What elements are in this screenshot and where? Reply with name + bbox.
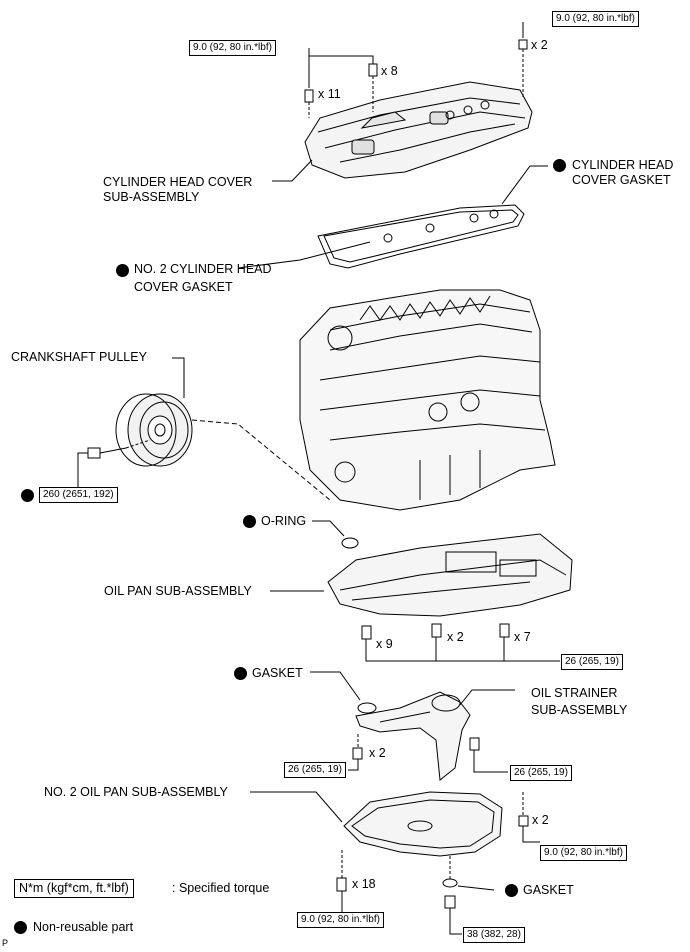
corner-mark: P <box>2 938 9 948</box>
torque-no2-pan-bottom: 9.0 (92, 80 in.*lbf) <box>297 912 384 928</box>
label-cylinder-head-cover-gasket-2: COVER GASKET <box>572 173 671 187</box>
nonreusable-bullet-icon <box>234 667 247 680</box>
nonreusable-bullet-icon <box>21 489 34 502</box>
qty-8: x 8 <box>381 64 398 78</box>
cylinder-head-cover-gasket-drawing <box>317 204 525 269</box>
qty-7: x 7 <box>514 630 531 644</box>
torque-no2-pan-right: 9.0 (92, 80 in.*lbf) <box>540 845 627 861</box>
engine-block-drawing <box>299 289 556 511</box>
qty-18: x 18 <box>352 877 376 891</box>
qty-2-no2pan: x 2 <box>532 813 549 827</box>
qty-9: x 9 <box>376 637 393 651</box>
qty-2-strainer: x 2 <box>369 746 386 760</box>
label-cylinder-head-cover-gasket-1: CYLINDER HEAD <box>572 158 674 172</box>
torque-pulley: 260 (2651, 192) <box>39 487 118 503</box>
oil-strainer-drawing <box>355 691 471 781</box>
torque-oil-pan: 26 (265, 19) <box>561 654 623 670</box>
torque-cover-right: 9.0 (92, 80 in.*lbf) <box>552 11 639 27</box>
qty-2-cover: x 2 <box>531 38 548 52</box>
strainer-gasket-drawing <box>357 702 377 714</box>
nonreusable-bullet-icon <box>553 159 566 172</box>
legend-nonreusable-icon <box>14 921 27 934</box>
qty-11: x 11 <box>318 87 341 101</box>
label-no2-cylinder-head-cover-gasket-1: NO. 2 CYLINDER HEAD <box>134 262 272 276</box>
torque-cover-left: 9.0 (92, 80 in.*lbf) <box>189 40 276 56</box>
torque-strainer-left: 26 (265, 19) <box>284 762 346 778</box>
drain-gasket-drawing <box>442 878 458 888</box>
nonreusable-bullet-icon <box>243 515 256 528</box>
label-no2-oil-pan: NO. 2 OIL PAN SUB-ASSEMBLY <box>44 785 228 799</box>
cylinder-head-cover-drawing <box>304 81 533 179</box>
label-cylinder-head-cover-sub: SUB-ASSEMBLY <box>103 190 200 204</box>
oil-pan-drawing <box>327 533 573 617</box>
o-ring-drawing <box>341 537 359 549</box>
nonreusable-bullet-icon <box>116 264 129 277</box>
label-o-ring: O-RING <box>261 514 307 528</box>
label-gasket-drain: GASKET <box>523 883 574 897</box>
label-cylinder-head-cover: CYLINDER HEAD COVER <box>103 175 253 189</box>
qty-2-pan: x 2 <box>447 630 464 644</box>
label-gasket-strainer: GASKET <box>252 666 303 680</box>
nonreusable-bullet-icon <box>505 884 518 897</box>
label-no2-cylinder-head-cover-gasket-2: COVER GASKET <box>134 280 233 294</box>
cover-bolts <box>304 39 528 118</box>
torque-strainer-right: 26 (265, 19) <box>510 765 572 781</box>
label-crankshaft-pulley: CRANKSHAFT PULLEY <box>11 350 147 364</box>
legend-torque-units: N*m (kgf*cm, ft.*lbf) <box>14 879 134 898</box>
legend-nonreusable: Non-reusable part <box>33 920 134 934</box>
label-oil-strainer-2: SUB-ASSEMBLY <box>531 703 628 717</box>
legend-torque-desc: : Specified torque <box>172 881 270 895</box>
label-oil-strainer-1: OIL STRAINER <box>531 686 618 700</box>
no2-oil-pan-drawing <box>343 791 503 857</box>
label-oil-pan: OIL PAN SUB-ASSEMBLY <box>104 584 252 598</box>
crankshaft-pulley-drawing <box>115 393 193 467</box>
torque-drain-plug: 38 (382, 28) <box>463 927 525 943</box>
